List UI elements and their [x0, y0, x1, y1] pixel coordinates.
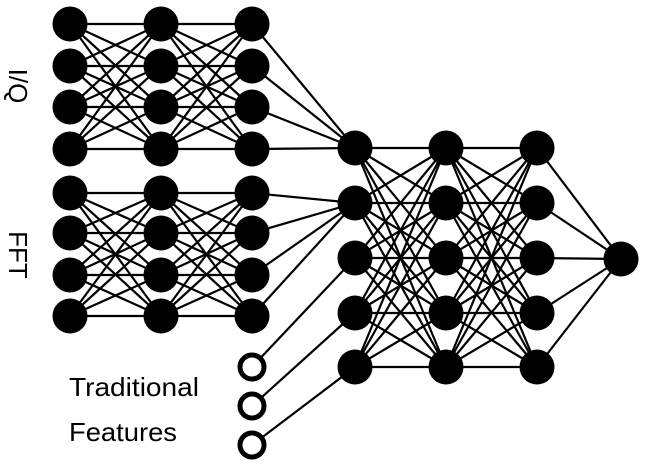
iq-branch-node [234, 89, 270, 125]
iq-branch-edge [160, 23, 253, 108]
fft-branch-node [52, 257, 88, 293]
iq-branch-edge [160, 23, 253, 150]
traditional-features-label-line1: Traditional [69, 372, 199, 402]
merged-node [519, 349, 555, 385]
iq-branch-node [52, 89, 88, 125]
merged-edge [445, 147, 538, 314]
merged-node [337, 349, 373, 385]
traditional-features-label-line2: Features [69, 417, 177, 447]
merged-edge [354, 147, 447, 204]
merged-node [337, 185, 373, 221]
fft-to-merged-edge [251, 201, 356, 235]
iq-branch-node [143, 89, 179, 125]
iq-branch-node [234, 6, 270, 42]
fft-branch-edge [160, 192, 253, 276]
nodes [52, 6, 639, 460]
merged-node [337, 130, 373, 166]
merged-edge [445, 257, 538, 368]
merged-node [428, 185, 464, 221]
iq-branch-node [143, 48, 179, 84]
iq-branch-edge [69, 23, 162, 150]
iq-branch-edge [69, 65, 162, 150]
fft-branch-node [52, 175, 88, 211]
merged-node [519, 240, 555, 276]
iq-branch-node [52, 131, 88, 167]
fft-to-merged-edge [251, 202, 356, 276]
traditional-feature-node [237, 352, 267, 382]
iq-branch-edge [69, 23, 162, 108]
merged-edge [445, 147, 538, 259]
merged-to-output-edge [536, 147, 622, 260]
fft-branch-node [143, 298, 179, 334]
fft-branch-node [234, 175, 270, 211]
fft-branch-edge [69, 192, 162, 276]
fft-branch-edge [160, 232, 253, 317]
fft-branch-edge [69, 232, 162, 317]
merged-edge [445, 202, 538, 368]
iq-branch-node [143, 131, 179, 167]
iq-branch-node [234, 48, 270, 84]
merged-edge [354, 312, 447, 368]
fft-branch-node [52, 215, 88, 251]
fft-label: FFT [3, 231, 33, 279]
fft-branch-node [234, 257, 270, 293]
iq-branch-node [52, 48, 88, 84]
feature-to-merged-edge [251, 366, 356, 446]
output-node [603, 241, 639, 277]
iq-branch-node [52, 6, 88, 42]
iq-to-merged-edge [251, 105, 356, 150]
fft-branch-node [234, 298, 270, 334]
feature-to-merged-edge [251, 312, 356, 407]
merged-edge [353, 147, 448, 368]
iq-to-merged-edge [251, 65, 356, 149]
merged-edge [354, 147, 447, 314]
merged-node [428, 295, 464, 331]
fft-branch-node [143, 257, 179, 293]
merged-node [337, 240, 373, 276]
iq-branch-node [143, 6, 179, 42]
fft-branch-node [143, 215, 179, 251]
fft-branch-edge [160, 192, 253, 317]
merged-node [519, 185, 555, 221]
merged-node [337, 295, 373, 331]
traditional-feature-node [237, 391, 267, 421]
merged-node [519, 295, 555, 331]
merged-edge [445, 312, 538, 368]
iq-label: I/Q [3, 69, 33, 104]
fft-to-merged-edge [251, 202, 356, 317]
merged-edge [444, 147, 539, 368]
fft-branch-node [234, 215, 270, 251]
merged-node [428, 130, 464, 166]
merged-edge [445, 147, 538, 204]
merged-edge [354, 257, 447, 368]
fft-branch-node [143, 175, 179, 211]
iq-branch-node [234, 131, 270, 167]
feature-to-merged-edge [251, 257, 356, 368]
merged-edge [354, 147, 447, 259]
merged-node [428, 349, 464, 385]
fft-branch-node [52, 298, 88, 334]
iq-branch-edge [160, 65, 253, 150]
merged-edge [354, 202, 447, 368]
iq-to-merged-edge [251, 23, 356, 149]
merged-to-output-edge [536, 258, 622, 368]
merged-node [428, 240, 464, 276]
traditional-feature-node [237, 430, 267, 460]
merged-node [519, 130, 555, 166]
fft-branch-edge [69, 192, 162, 317]
